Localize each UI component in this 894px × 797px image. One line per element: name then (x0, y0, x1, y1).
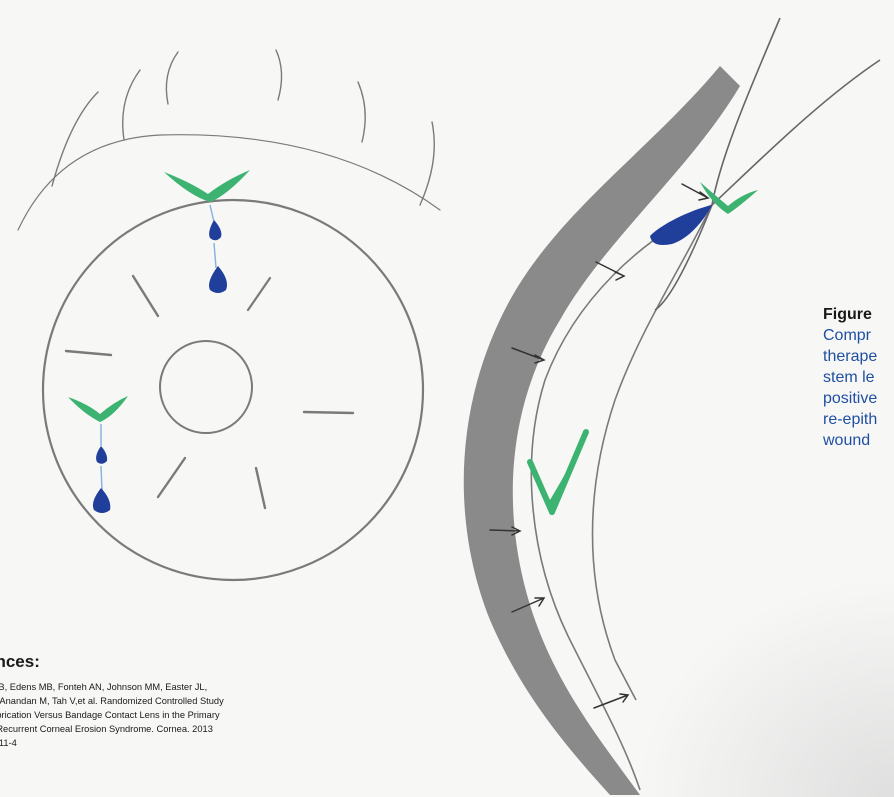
eyelash-arc-2 (123, 70, 140, 140)
caption-line-3: stem le (823, 367, 894, 388)
cornea-outline (43, 200, 423, 580)
eyelash-arc-3 (166, 52, 178, 104)
eyelash-arc-4 (276, 50, 282, 100)
green-mark-left (68, 396, 128, 422)
cornea-cross-section (464, 18, 880, 795)
caption-line-1: Compr (823, 325, 894, 346)
reference-line-1: n JB, Edens MB, Fonteh AN, Johnson MM, E… (0, 680, 386, 694)
caption-line-2: therape (823, 346, 894, 367)
eyelash-arc-6 (420, 122, 434, 205)
pupil-outline (160, 341, 252, 433)
tear-drop-4 (93, 488, 110, 513)
drip-line-mid (214, 243, 216, 268)
epithelium-layer-outer (593, 205, 713, 700)
eyelash-arc-1 (52, 92, 98, 186)
reference-line-5: :1611-4 (0, 736, 386, 750)
abrasion-line-6 (256, 468, 265, 508)
tear-drop-1 (209, 220, 221, 240)
reference-line-4: of Recurrent Corneal Erosion Syndrome. C… (0, 722, 386, 736)
cornea-front-view (18, 50, 440, 580)
regeneration-marks-front (68, 170, 250, 513)
tear-drop-2 (209, 266, 227, 293)
references-block: ences: n JB, Edens MB, Fonteh AN, Johnso… (0, 652, 386, 750)
green-mark-top (164, 170, 250, 202)
green-mark-section-stroke-right (552, 432, 586, 512)
figure-heading: Figure (823, 304, 894, 325)
caption-line-5: re-epith (823, 409, 894, 430)
sclera-band (464, 66, 740, 795)
abrasion-line-5 (158, 458, 185, 497)
abrasion-line-1 (133, 276, 158, 316)
abrasion-line-4 (304, 412, 353, 413)
caption-line-4: positive (823, 388, 894, 409)
drip-line-top (210, 205, 214, 222)
reference-line-2: IA, Anandan M, Tah V,et al. Randomized C… (0, 694, 386, 708)
figure-caption: Figure Compr therape stem le positive re… (823, 304, 894, 451)
reference-line-3: Lubrication Versus Bandage Contact Lens … (0, 708, 386, 722)
abrasion-line-3 (66, 351, 111, 355)
drip-line-left-2 (101, 466, 102, 490)
conjunctiva-line (712, 60, 880, 205)
eyelash-arc-5 (358, 82, 365, 142)
abrasion-line-2 (248, 278, 270, 310)
caption-line-6: wound (823, 430, 894, 451)
tear-drop-3 (96, 446, 107, 464)
references-heading: ences: (0, 652, 386, 672)
